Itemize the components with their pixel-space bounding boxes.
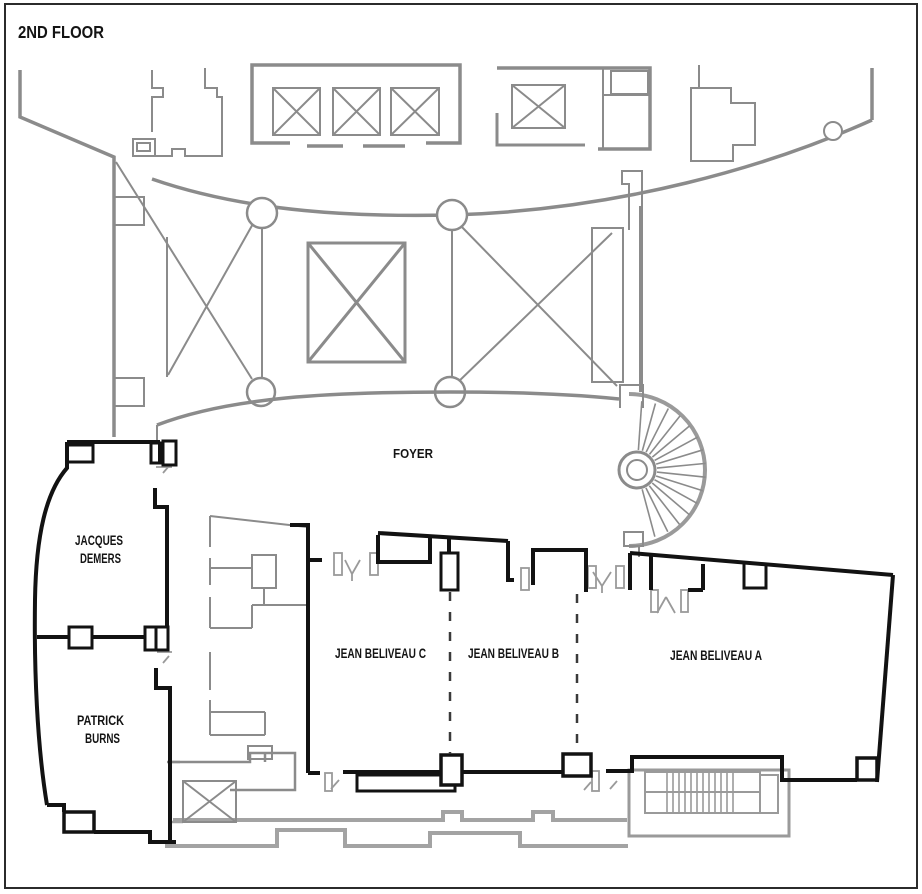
door-swing-icon <box>583 770 618 792</box>
door-symbols <box>156 465 689 792</box>
elevator-shaft-icon <box>182 780 237 823</box>
outer-wall-top-left <box>18 70 168 437</box>
plan-border-frame <box>4 3 918 889</box>
label-jacques-demers-2: DEMERS <box>80 551 121 566</box>
door-swing-icon <box>650 589 689 614</box>
elevator-shaft-icon <box>272 87 440 136</box>
foyer-right-wall <box>591 170 643 392</box>
label-jacques-demers-1: JACQUES <box>75 533 123 548</box>
column-icon <box>435 198 469 232</box>
foyer-columns-bracing <box>115 161 618 409</box>
column-icon <box>245 196 279 230</box>
staircase-icon <box>627 768 791 838</box>
top-center-rooms <box>132 68 223 157</box>
foyer-lower-curve <box>156 390 620 440</box>
black-room-walls <box>32 439 895 844</box>
label-jean-beliveau-b: JEAN BELIVEAU B <box>468 646 559 661</box>
gray-structure <box>18 63 874 848</box>
label-jean-beliveau-a: JEAN BELIVEAU A <box>670 648 762 663</box>
elevator-shaft-icon <box>511 84 566 129</box>
room-jacques-demers-walls <box>32 439 178 806</box>
movable-partition-icon <box>448 592 579 754</box>
page-title: 2ND FLOOR <box>18 22 104 42</box>
label-foyer: FOYER <box>393 447 433 461</box>
label-jean-beliveau-c: JEAN BELIVEAU C <box>335 646 426 661</box>
label-patrick-burns-1: PATRICK <box>77 713 124 728</box>
spiral-staircase-icon <box>617 384 707 557</box>
room-patrick-burns-walls <box>47 668 176 844</box>
door-swing-icon <box>324 772 340 792</box>
central-shaft-icon <box>306 241 407 364</box>
label-patrick-burns-2: BURNS <box>85 731 120 746</box>
bottom-left-service <box>167 751 297 823</box>
jean-beliveau-suite-walls <box>290 523 895 793</box>
door-swing-icon <box>520 565 625 593</box>
column-icon <box>823 121 843 141</box>
labels: 2ND FLOOR FOYER JACQUES DEMERS PATRICK B… <box>18 22 762 746</box>
door-swing-icon <box>156 465 172 664</box>
door-swing-icon <box>333 552 379 581</box>
elevator-bank-left <box>250 63 462 148</box>
elevator-bank-right <box>495 66 652 151</box>
mid-left-structure <box>209 515 308 760</box>
